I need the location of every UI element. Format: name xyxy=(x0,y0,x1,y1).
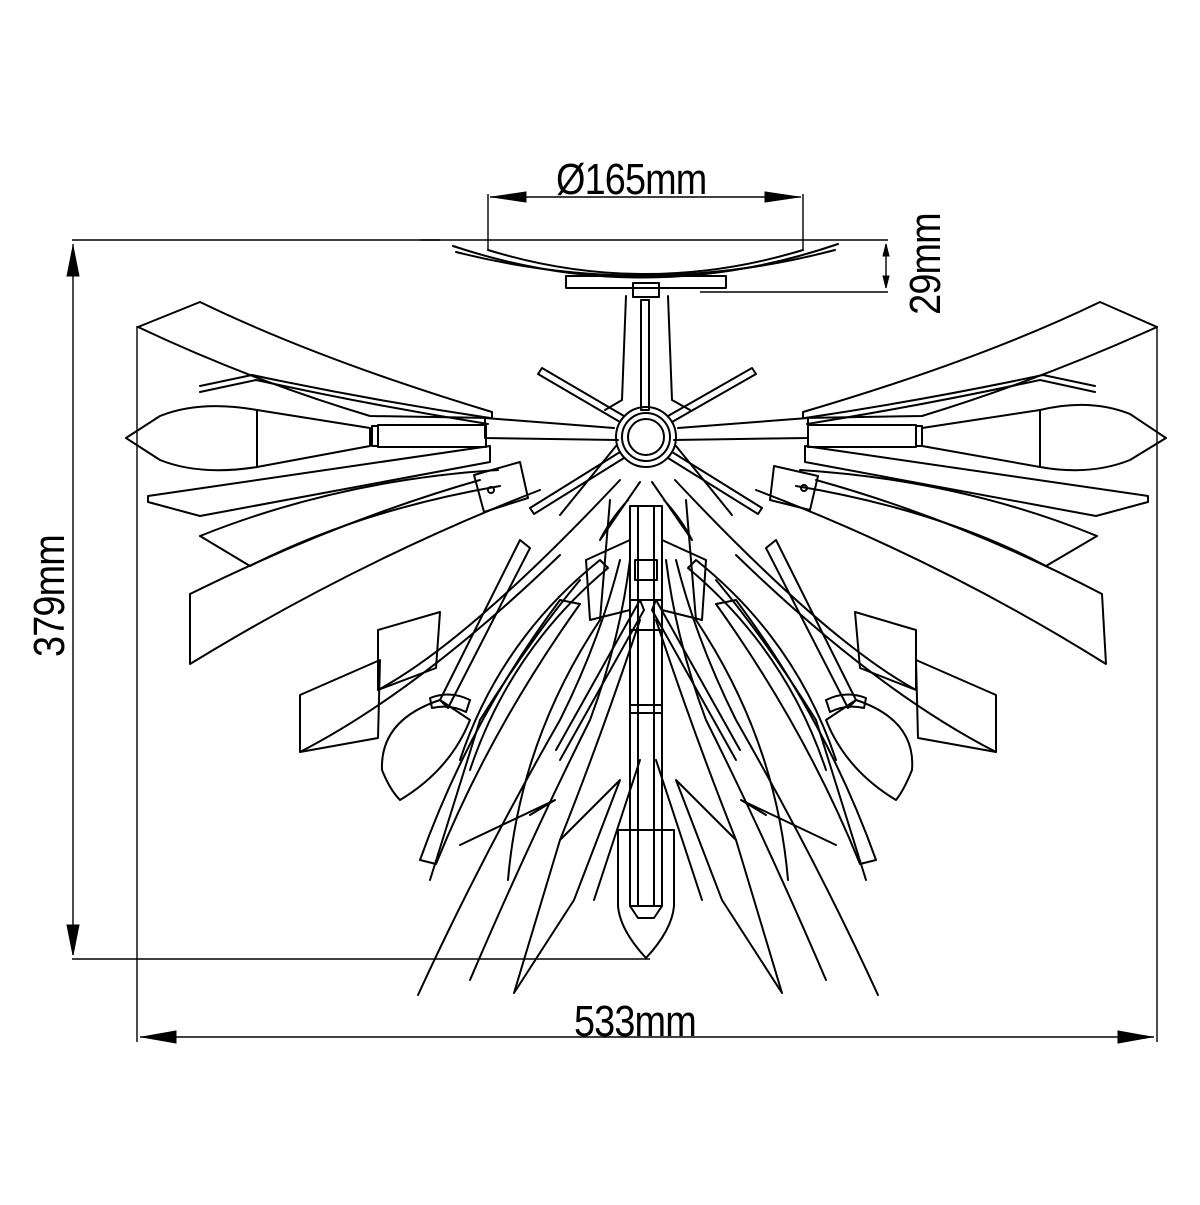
dimension-overall-width xyxy=(136,326,1158,1044)
lower-right-petals xyxy=(651,479,997,996)
upper-right-petals xyxy=(755,301,1158,665)
hub-spokes xyxy=(529,367,763,516)
canopy-height-label: 29mm xyxy=(901,213,950,315)
overall-width-label: 533mm xyxy=(574,997,697,1046)
right-bulb xyxy=(1039,403,1167,472)
canopy-plate xyxy=(452,243,839,298)
center-bulb xyxy=(585,481,707,959)
lower-left-bulb xyxy=(380,693,471,801)
dimension-diameter xyxy=(487,191,804,250)
overall-height-label: 379mm xyxy=(25,535,74,657)
dimension-canopy-height xyxy=(420,239,890,293)
lower-right-bulb xyxy=(825,693,914,801)
center-stem xyxy=(604,295,691,411)
left-arm xyxy=(256,409,619,468)
lower-left-petals xyxy=(299,479,645,996)
canopy-diameter-label: Ø165mm xyxy=(556,155,707,204)
upper-left-petals xyxy=(137,301,541,665)
left-bulb xyxy=(125,405,258,472)
dimension-overall-height xyxy=(66,239,650,960)
center-hub xyxy=(615,406,677,468)
right-arm xyxy=(673,409,1041,468)
